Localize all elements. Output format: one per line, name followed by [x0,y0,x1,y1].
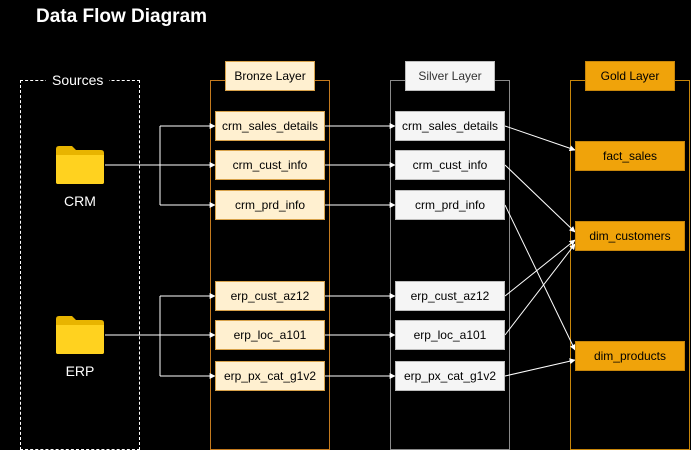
bronze-node-erp-cust-az12: erp_cust_az12 [215,281,325,311]
source-erp-label: ERP [65,363,95,379]
bronze-node-erp-px-cat-g1v2: erp_px_cat_g1v2 [215,361,325,391]
sources-lane-label: Sources [46,72,110,88]
silver-node-erp-px-cat-g1v2: erp_px_cat_g1v2 [395,361,505,391]
edge-silver-cust-to-dim-customers [504,164,576,233]
silver-node-erp-cust-az12: erp_cust_az12 [395,281,505,311]
folder-icon [56,146,104,184]
bronze-node-crm-prd-info: crm_prd_info [215,190,325,220]
silver-node-crm-sales-details: crm_sales_details [395,111,505,141]
silver-node-crm-cust-info: crm_cust_info [395,150,505,180]
bronze-node-erp-loc-a101: erp_loc_a101 [215,320,325,350]
edge-silver-pxcat-to-dim-products [504,358,576,377]
edge-silver-custaz-to-dim-customers [504,239,576,297]
edge-silver-prd-to-dim-products [504,204,576,351]
silver-layer-header: Silver Layer [405,61,495,91]
edge-silver-loc-to-dim-customers [504,243,576,336]
gold-node-dim-products: dim_products [575,341,685,371]
bronze-node-crm-sales-details: crm_sales_details [215,111,325,141]
source-crm-label: CRM [64,193,96,209]
edge-silver-sales-to-fact-sales [504,125,576,152]
silver-node-crm-prd-info: crm_prd_info [395,190,505,220]
gold-node-dim-customers: dim_customers [575,221,685,251]
folder-icon [56,316,104,354]
silver-node-erp-loc-a101: erp_loc_a101 [395,320,505,350]
bronze-layer-header: Bronze Layer [225,61,315,91]
bronze-node-crm-cust-info: crm_cust_info [215,150,325,180]
page-title: Data Flow Diagram [36,6,208,27]
gold-node-fact-sales: fact_sales [575,141,685,171]
gold-layer-header: Gold Layer [585,61,675,91]
